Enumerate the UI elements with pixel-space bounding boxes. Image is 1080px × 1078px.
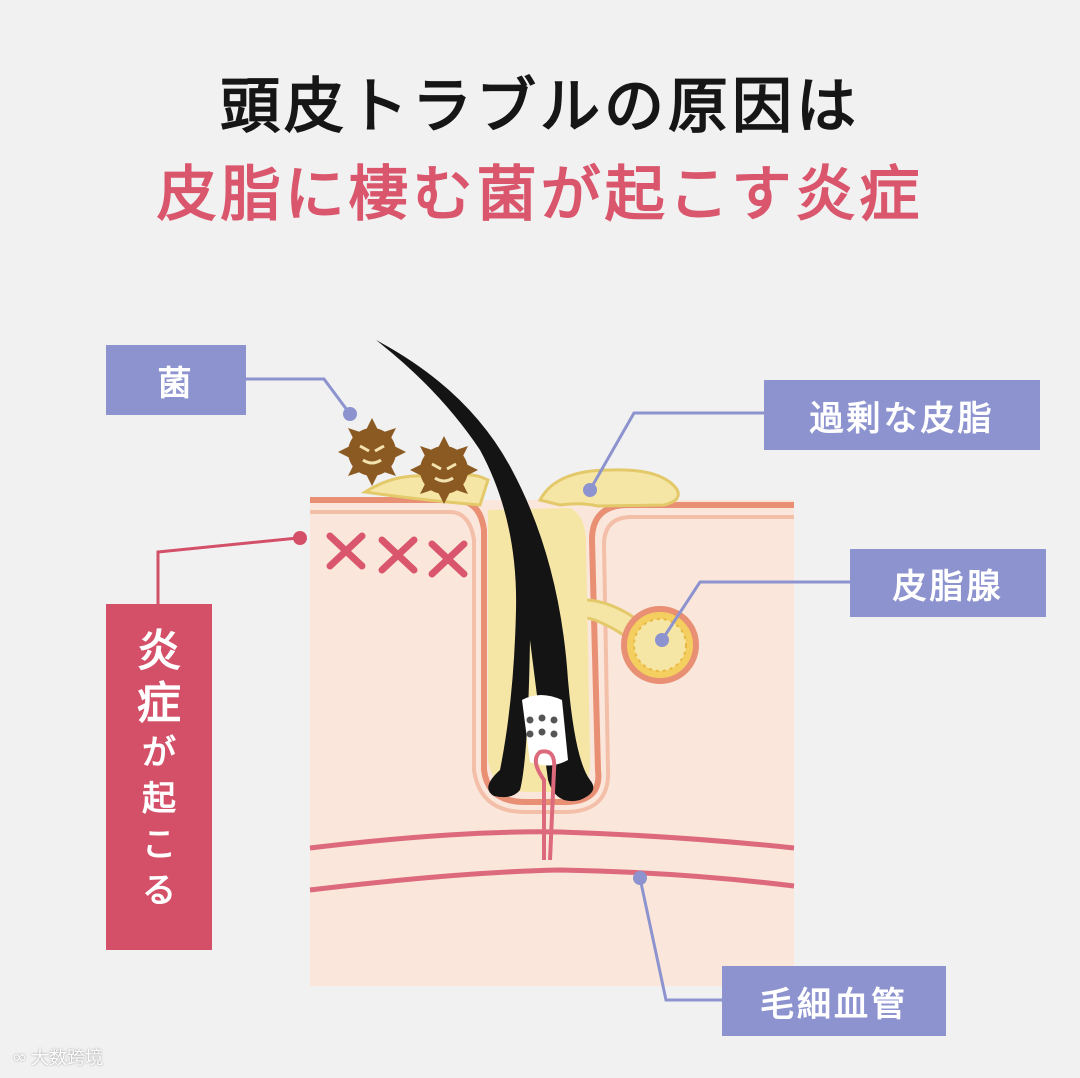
page-title: 頭皮トラブルの原因は xyxy=(220,72,860,142)
watermark: ∞ 大数跨境 xyxy=(12,1044,103,1070)
label-inflammation: 炎 症 が 起 こ る xyxy=(106,604,212,950)
skin-surface-line xyxy=(310,497,794,805)
inflammation-char-5: こ xyxy=(142,825,176,865)
page-subtitle: 皮脂に棲む菌が起こす炎症 xyxy=(156,160,924,230)
label-bacteria: 菌 xyxy=(106,345,246,415)
papilla-vessel xyxy=(533,749,557,861)
leader-sebum xyxy=(588,411,764,491)
inflammation-marks xyxy=(326,532,468,578)
sebum-right xyxy=(537,468,680,508)
watermark-text: 大数跨境 xyxy=(31,1048,103,1069)
papilla-dots xyxy=(526,714,558,738)
label-capillary: 毛細血管 xyxy=(722,966,946,1036)
inflammation-char-2: 症 xyxy=(137,678,181,729)
inflammation-char-3: が xyxy=(142,733,176,773)
leader-gland xyxy=(660,580,850,641)
capillary-upper xyxy=(309,829,795,851)
label-excess-sebum: 過剰な皮脂 xyxy=(764,380,1040,450)
inflammation-char-1: 炎 xyxy=(137,626,181,677)
leader-capillary xyxy=(638,877,722,1002)
hair-shaft xyxy=(376,340,594,802)
leader-inflammation xyxy=(156,536,299,604)
inflammation-char-6: る xyxy=(142,871,176,911)
watermark-logo-icon: ∞ xyxy=(12,1046,27,1068)
leader-lines xyxy=(156,377,850,1002)
bacterium-2 xyxy=(410,436,478,504)
inflammation-char-4: 起 xyxy=(142,779,176,819)
label-sebaceous-gland: 皮脂腺 xyxy=(850,549,1046,617)
leader-bacteria xyxy=(246,377,352,415)
bacterium-1 xyxy=(338,418,406,486)
capillary-lower xyxy=(309,867,795,893)
